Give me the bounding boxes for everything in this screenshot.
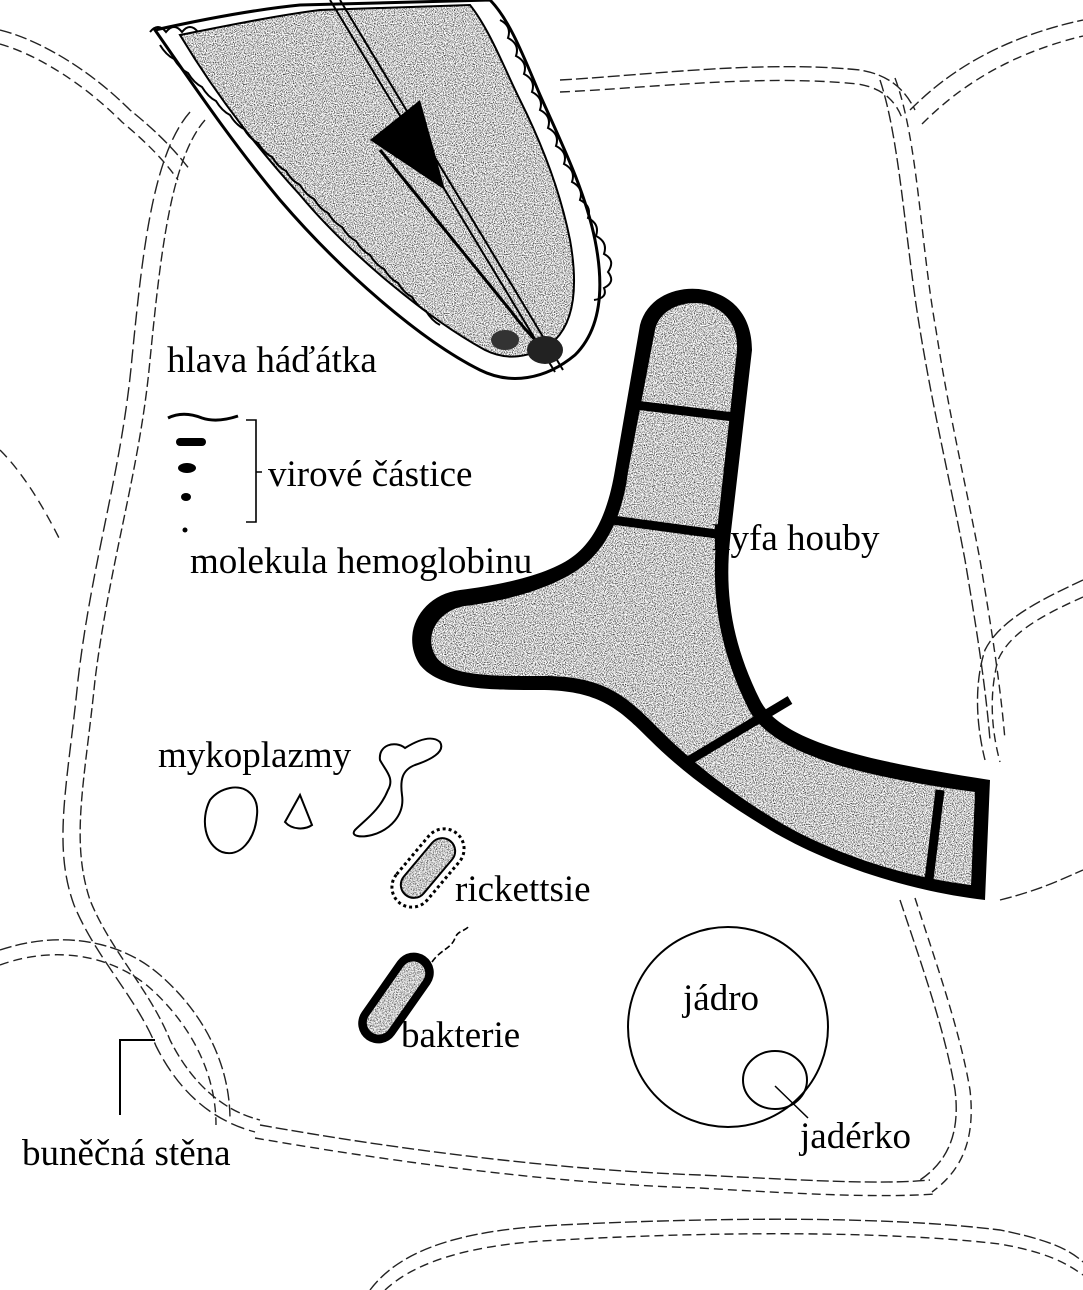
- virus-bacilliform: [176, 438, 206, 446]
- virus-particles: [168, 414, 238, 532]
- label-mycoplasmas: mykoplazmy: [158, 737, 351, 774]
- mycoplasma-small: [285, 795, 312, 828]
- virus-rod: [168, 414, 238, 420]
- hemoglobin-dot: [183, 528, 188, 533]
- label-nematode-head: hlava háďátka: [167, 342, 377, 379]
- virus-bracket: [246, 420, 262, 522]
- nucleus: [628, 927, 828, 1127]
- label-nucleus: jádro: [683, 980, 759, 1017]
- label-fungal-hypha: hyfa houby: [712, 520, 880, 557]
- flagellum: [432, 925, 470, 962]
- cell-wall-left: [80, 120, 260, 1120]
- nematode-head: [150, 0, 611, 378]
- virus-spherical-2: [181, 493, 191, 501]
- label-bacteria: bakterie: [401, 1017, 520, 1054]
- mycoplasma-oval: [205, 787, 257, 853]
- nucleolus: [743, 1051, 807, 1109]
- cell-wall-leader: [120, 1040, 155, 1115]
- label-rickettsiae: rickettsie: [455, 871, 591, 908]
- label-hemoglobin-molecule: molekula hemoglobinu: [190, 543, 532, 580]
- label-nucleolus: jadérko: [800, 1118, 911, 1155]
- virus-spherical-1: [178, 463, 196, 473]
- label-virus-particles: virové částice: [268, 456, 472, 493]
- cell-wall-right: [880, 80, 990, 740]
- mycoplasma-filament: [354, 739, 442, 837]
- fungal-hypha: [412, 289, 990, 900]
- label-cell-wall: buněčná stěna: [22, 1135, 231, 1172]
